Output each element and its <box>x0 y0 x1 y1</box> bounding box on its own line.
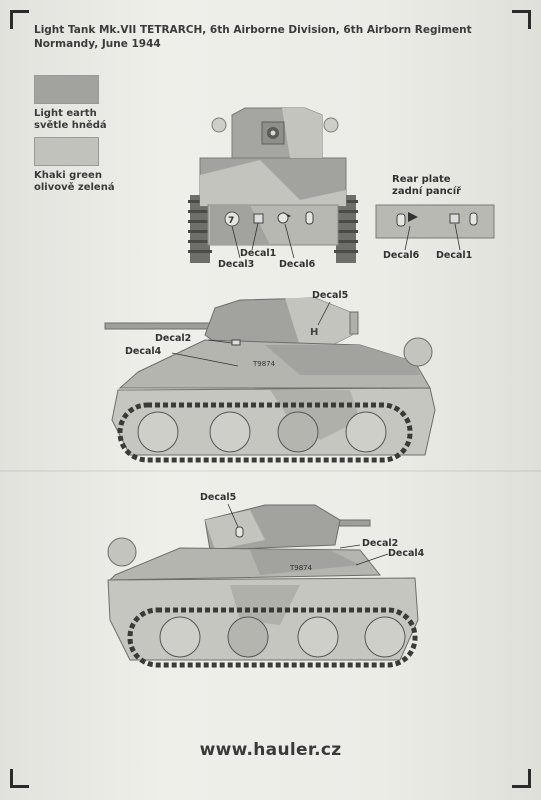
svg-text:H: H <box>310 327 318 338</box>
svg-text:T9874: T9874 <box>289 564 313 572</box>
light-earth-swatch <box>34 75 99 104</box>
paper-fold <box>0 470 541 472</box>
title-line-1: Light Tank Mk.VII TETRARCH, 6th Airborne… <box>34 24 472 36</box>
crop-mark-top-right <box>512 10 531 29</box>
front-decal3-label: Decal3 <box>218 259 255 270</box>
sheet-title: Light Tank Mk.VII TETRARCH, 6th Airborne… <box>34 23 472 51</box>
front-decal1-label: Decal1 <box>240 248 277 259</box>
side1-decal2-label: Decal2 <box>155 333 192 344</box>
light-earth-label-en: Light earth <box>34 108 97 119</box>
light-earth-label: Light earth světle hnědá <box>34 108 107 132</box>
front-view-drawing: 7 <box>188 107 358 263</box>
crop-mark-bottom-right <box>512 769 531 788</box>
svg-text:T9874: T9874 <box>252 360 276 368</box>
side1-decal4-label: Decal4 <box>125 346 162 357</box>
side2-decal5-label: Decal5 <box>200 492 237 503</box>
rear-plate-title-en: Rear plate <box>392 174 451 185</box>
khaki-green-label-cz: olivově zelená <box>34 182 115 193</box>
khaki-green-label-en: Khaki green <box>34 170 102 181</box>
crop-mark-top-left <box>10 10 29 29</box>
rear-plate-drawing <box>375 204 495 251</box>
side-view-1-drawing: T9874 H <box>104 297 436 463</box>
plate-decal6-label: Decal6 <box>383 250 420 261</box>
light-earth-label-cz: světle hnědá <box>34 120 107 131</box>
side2-decal4-label: Decal4 <box>388 548 425 559</box>
crop-mark-bottom-left <box>10 769 29 788</box>
khaki-green-swatch <box>34 137 99 166</box>
rear-plate-title: Rear plate zadní pancíř <box>392 174 461 198</box>
side1-decal5-label: Decal5 <box>312 290 349 301</box>
svg-text:7: 7 <box>228 216 234 226</box>
front-decal6-label: Decal6 <box>279 259 316 270</box>
plate-decal1-label: Decal1 <box>436 250 473 261</box>
side2-decal2-label: Decal2 <box>362 538 399 549</box>
rear-plate-title-cz: zadní pancíř <box>392 186 462 197</box>
title-line-2: Normandy, June 1944 <box>34 38 161 50</box>
side-view-2-drawing: T9874 <box>107 503 419 668</box>
website-footer: www.hauler.cz <box>199 740 342 760</box>
khaki-green-label: Khaki green olivově zelená <box>34 170 115 194</box>
